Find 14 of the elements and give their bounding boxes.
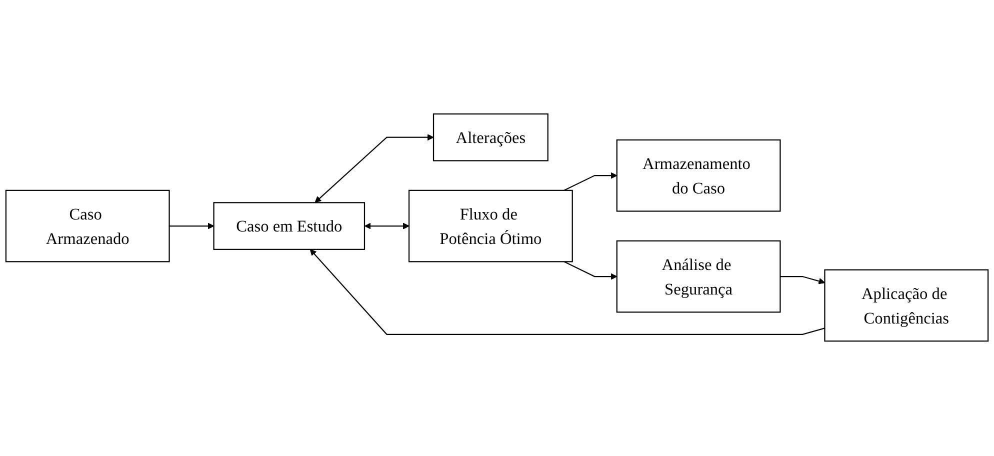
arrow	[564, 172, 618, 192]
arrow	[564, 262, 618, 280]
arrow	[314, 134, 434, 204]
node-box: Caso Armazenado	[5, 190, 170, 263]
node-box: Caso em Estudo	[213, 202, 366, 250]
node-box: Fluxo de Potência Ótimo	[408, 190, 573, 263]
arrow	[780, 276, 826, 285]
node-box: Armazenamento do Caso	[616, 140, 781, 212]
arrow	[169, 223, 214, 230]
node-box: Aplicação de Contigências	[824, 270, 989, 342]
node-box: Alterações	[432, 114, 548, 162]
arrow	[364, 223, 410, 230]
arrow	[310, 250, 825, 336]
node-box: Análise de Segurança	[616, 240, 781, 314]
